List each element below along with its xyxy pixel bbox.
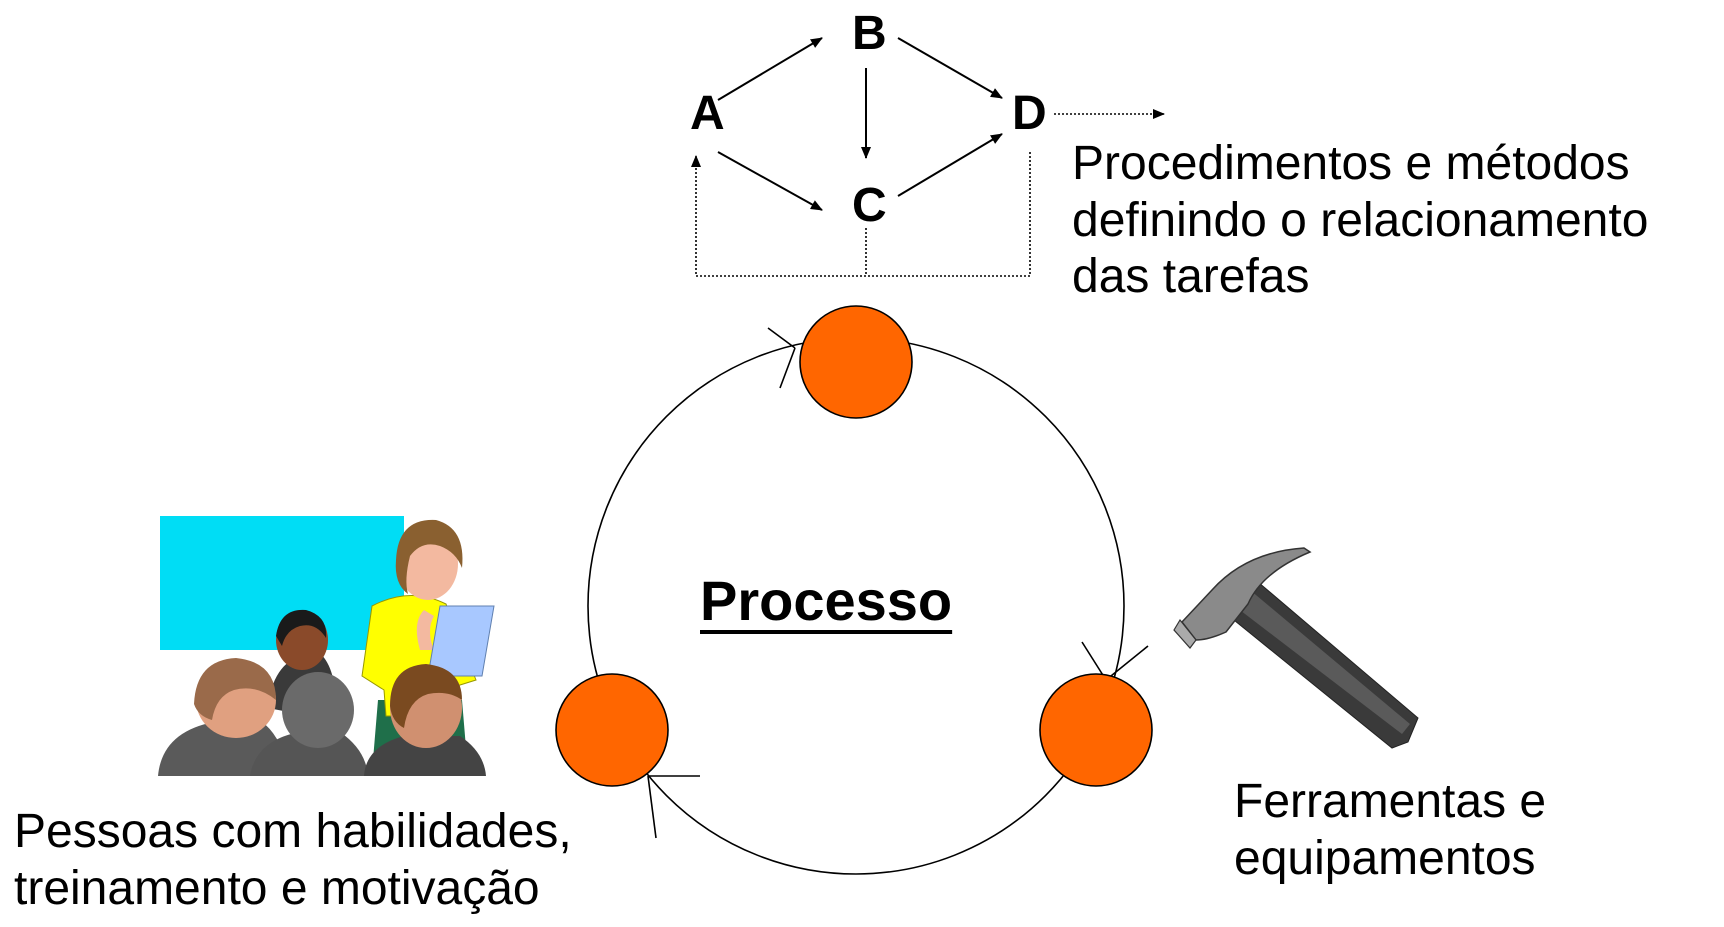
audience-right-hair [390, 664, 462, 728]
hammer-icon [1173, 547, 1419, 749]
audience-woman-hair [194, 658, 276, 720]
edge-b-d [897, 37, 1003, 99]
flow-node-a: A [690, 87, 725, 140]
cycle-arrow-top [767, 327, 796, 389]
process-title: Processo [700, 569, 953, 632]
audience-right-body [364, 736, 486, 776]
cycle-arrow-left [647, 775, 700, 839]
edge-a-b [717, 37, 823, 101]
procedures-caption: Procedimentos e métodos definindo o rela… [1072, 137, 1649, 304]
presenter-audience-clipart [158, 516, 495, 776]
feedback-loop [691, 152, 1031, 277]
people-caption: Pessoas com habilidades, treinamento e m… [14, 805, 572, 915]
cycle-node-top [799, 305, 913, 419]
audience-man-body [250, 732, 368, 776]
audience-man-head [282, 672, 354, 748]
cycle-node-left [555, 673, 669, 787]
tools-caption: Ferramentas e equipamentos [1234, 775, 1547, 885]
presenter-hair [395, 519, 463, 594]
audience-woman-body [158, 720, 286, 776]
hammer-face [1173, 618, 1197, 649]
process-cycle [555, 305, 1153, 875]
audience-back-hair [276, 609, 327, 646]
edge-c-d [897, 133, 1003, 197]
hammer-handle-highlight [1232, 590, 1410, 734]
flow-node-d: D [1012, 87, 1047, 140]
flow-node-b: B [852, 7, 887, 60]
cycle-node-right [1039, 673, 1153, 787]
flow-node-c: C [852, 179, 887, 232]
presenter-arm [416, 610, 434, 650]
task-flow-diagram [691, 37, 1165, 277]
edge-a-c [717, 151, 823, 211]
handout-paper [427, 605, 495, 677]
hammer-head [1181, 547, 1312, 641]
